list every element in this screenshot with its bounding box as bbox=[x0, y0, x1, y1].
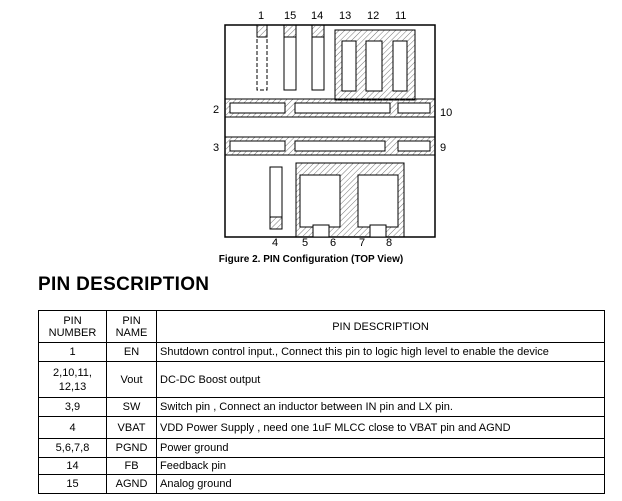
pin-configuration-diagram: 1 15 14 13 12 11 2 10 3 9 4 5 6 7 8 bbox=[213, 10, 452, 249]
pin-number-cell: 1 bbox=[38, 342, 107, 362]
pin-name-cell: Vout bbox=[106, 361, 157, 398]
sw-bar-pins-3-9 bbox=[224, 136, 436, 156]
pin-description-cell: Shutdown control input., Connect this pi… bbox=[156, 342, 605, 362]
table-row: 15 AGND Analog ground bbox=[38, 474, 605, 494]
pin-number-cell: 4 bbox=[38, 416, 107, 439]
pin-name-cell: EN bbox=[106, 342, 157, 362]
pin-label-5: 5 bbox=[302, 237, 308, 249]
table-header-row: PIN NUMBER PIN NAME PIN DESCRIPTION bbox=[38, 310, 605, 343]
table-row: 4 VBAT VDD Power Supply , need one 1uF M… bbox=[38, 416, 605, 439]
pin-1-pad bbox=[256, 24, 268, 91]
pin-description-cell: Feedback pin bbox=[156, 457, 605, 475]
pin-label-14: 14 bbox=[311, 10, 323, 22]
pin-name-cell: VBAT bbox=[106, 416, 157, 439]
pin-description-cell: Power ground bbox=[156, 438, 605, 458]
pin-4-pad bbox=[269, 166, 283, 230]
pin-label-12: 12 bbox=[367, 10, 379, 22]
table-row: 3,9 SW Switch pin , Connect an inductor … bbox=[38, 397, 605, 417]
pin-label-2: 2 bbox=[213, 104, 219, 116]
pin-name-cell: PGND bbox=[106, 438, 157, 458]
pin-label-6: 6 bbox=[330, 237, 336, 249]
pin-label-8: 8 bbox=[386, 237, 392, 249]
pin-label-13: 13 bbox=[339, 10, 351, 22]
pin-name-cell: SW bbox=[106, 397, 157, 417]
pin-description-cell: VDD Power Supply , need one 1uF MLCC clo… bbox=[156, 416, 605, 439]
pin-label-9: 9 bbox=[440, 142, 446, 154]
pin-number-cell: 5,6,7,8 bbox=[38, 438, 107, 458]
table-row: 5,6,7,8 PGND Power ground bbox=[38, 438, 605, 458]
pin-label-4: 4 bbox=[272, 237, 278, 249]
pin-name-cell: AGND bbox=[106, 474, 157, 494]
pin-number-cell: 14 bbox=[38, 457, 107, 475]
table-row: 1 EN Shutdown control input., Connect th… bbox=[38, 342, 605, 362]
pin-number-cell: 3,9 bbox=[38, 397, 107, 417]
pin-name-cell: FB bbox=[106, 457, 157, 475]
section-title: PIN DESCRIPTION bbox=[38, 274, 210, 295]
vout-pins-block bbox=[334, 29, 416, 101]
pin-description-cell: DC-DC Boost output bbox=[156, 361, 605, 398]
pin-14-pad bbox=[311, 24, 325, 91]
header-pin-name: PIN NAME bbox=[106, 310, 157, 343]
table-row: 14 FB Feedback pin bbox=[38, 457, 605, 475]
header-pin-description: PIN DESCRIPTION bbox=[156, 310, 605, 343]
header-pin-number: PIN NUMBER bbox=[38, 310, 107, 343]
figure-caption: Figure 2. PIN Configuration (TOP View) bbox=[218, 254, 404, 265]
pin-description-table: PIN NUMBER PIN NAME PIN DESCRIPTION 1 EN… bbox=[38, 310, 605, 494]
pin-15-pad bbox=[283, 24, 297, 91]
pgnd-pins-block bbox=[295, 162, 405, 238]
pin-label-10: 10 bbox=[440, 107, 452, 119]
vout-bar-pins-2-10 bbox=[224, 98, 436, 118]
table-row: 2,10,11, 12,13 Vout DC-DC Boost output bbox=[38, 361, 605, 398]
pin-label-7: 7 bbox=[359, 237, 365, 249]
pin-number-cell: 15 bbox=[38, 474, 107, 494]
pin-label-11: 11 bbox=[395, 10, 406, 22]
pin-label-3: 3 bbox=[213, 142, 219, 154]
pin-number-cell: 2,10,11, 12,13 bbox=[38, 361, 107, 398]
pin-label-15: 15 bbox=[284, 10, 296, 22]
pin-description-cell: Analog ground bbox=[156, 474, 605, 494]
pin-description-cell: Switch pin , Connect an inductor between… bbox=[156, 397, 605, 417]
pin-label-1: 1 bbox=[258, 10, 264, 22]
